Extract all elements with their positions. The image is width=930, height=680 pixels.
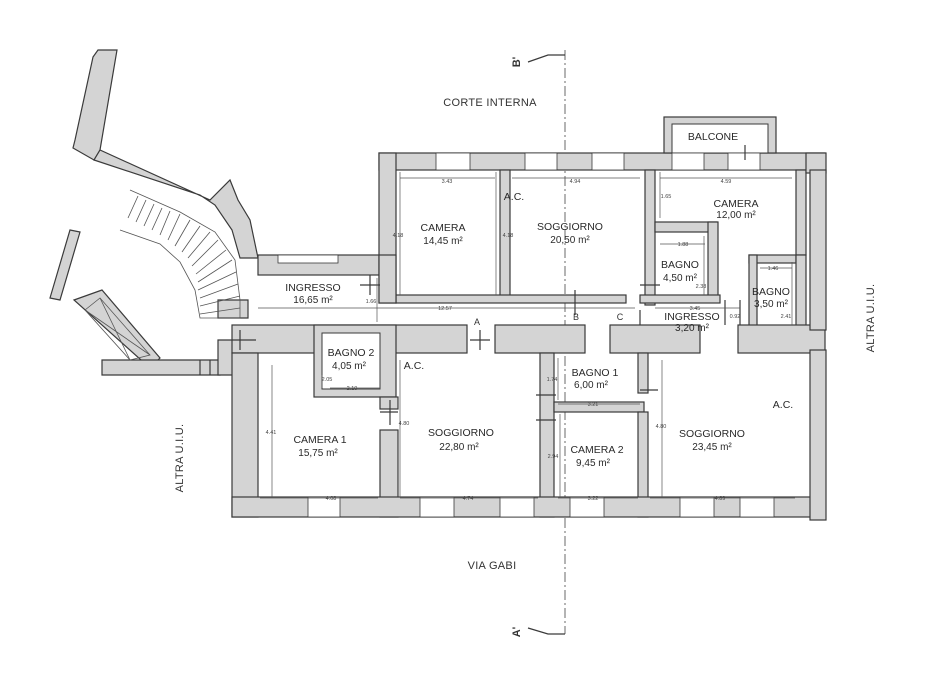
dimension: 0.92 [730,314,741,320]
dimension: 1.88 [678,242,689,248]
dimension: 4.59 [721,179,732,185]
room-area: 15,75 m² [298,448,338,459]
room-area: 12,00 m² [716,210,756,221]
room-soggiorno-top: SOGGIORNO 20,50 m² [537,221,603,246]
dimension: 4.18 [503,233,514,239]
room-camera-right: CAMERA 12,00 m² [714,198,759,221]
room-name: INGRESSO [664,311,719,323]
dimension: 2.05 [322,377,333,383]
dimension: 1.46 [768,266,779,272]
room-bagno-2: BAGNO 2 4,05 m² [328,347,375,372]
dimension: 4.80 [656,424,667,430]
room-name: SOGGIORNO [537,221,603,233]
street-label: VIA GABI [468,560,517,572]
dimension: 4.89 [715,496,726,502]
other-unit-left-label: ALTRA U.I.U. [174,424,186,493]
room-area: 4,50 m² [663,273,698,284]
room-area: 14,45 m² [423,236,463,247]
dimension: 4.80 [399,421,410,427]
room-area: 9,45 m² [576,458,611,469]
room-bagno-right: BAGNO 3,50 m² [752,286,790,310]
room-name: CAMERA 1 [293,434,346,446]
dimension: 4.74 [463,496,474,502]
room-name: CAMERA [714,198,759,210]
room-area: 4,05 m² [332,361,367,372]
room-ingresso-right: INGRESSO 3,20 m² [664,311,719,334]
dimension: 2.41 [781,314,792,320]
balcony-label: BALCONE [688,131,738,143]
room-name: BAGNO [661,259,699,271]
room-area: 3,20 m² [675,323,710,334]
dimension: 3.22 [588,496,599,502]
room-name: CAMERA [421,222,466,234]
ac-label-top: A.C. [504,191,524,203]
dimension: 3.43 [442,179,453,185]
dimension: 1.65 [661,194,672,200]
room-camera-2: CAMERA 2 9,45 m² [570,444,623,469]
point-b-label: B [573,312,579,322]
dimension: 1.74 [547,377,558,383]
room-area: 23,45 m² [692,442,732,453]
ac-label-right: A.C. [773,399,793,411]
dimension: 2.94 [548,454,559,460]
dimension: 1.66 [366,299,377,305]
dimension: 3.21 [588,402,599,408]
dimension: 2.10 [347,386,358,392]
room-camera-1: CAMERA 1 15,75 m² [293,434,346,459]
room-name: CAMERA 2 [570,444,623,456]
point-c-label: C [617,312,624,322]
dimension-lines [258,172,795,499]
section-top-label: B' [511,56,523,67]
room-bagno-top: BAGNO 4,50 m² [661,259,699,284]
dimension: 4.41 [266,430,277,436]
room-soggiorno-mid: SOGGIORNO 22,80 m² [428,427,494,453]
courtyard-label: CORTE INTERNA [443,97,537,109]
room-area: 22,80 m² [439,442,479,453]
dimension: 4.18 [393,233,404,239]
room-name: INGRESSO [285,282,340,294]
walls [231,116,827,521]
point-a-label: A [474,317,480,327]
door-marks [199,145,746,425]
section-bottom-label: A' [511,626,523,637]
dimension: 4.94 [570,179,581,185]
room-area: 16,65 m² [293,295,333,306]
dimension-texts: 3.43 4.94 4.59 1.65 4.18 4.18 1.88 2.38 … [266,179,792,502]
dimension: 2.38 [696,284,707,290]
ac-label-mid: A.C. [404,360,424,372]
room-name: SOGGIORNO [428,427,494,439]
dimension: 12.57 [438,306,452,312]
room-area: 20,50 m² [550,235,590,246]
room-name: BAGNO [752,286,790,298]
room-camera-top: CAMERA 14,45 m² [421,222,466,247]
room-name: BAGNO 2 [328,347,375,359]
dimension: 3.45 [690,306,701,312]
windows [277,152,775,518]
room-area: 6,00 m² [574,380,609,391]
room-area: 3,50 m² [754,299,789,310]
room-ingresso-left: INGRESSO 16,65 m² [285,282,340,306]
room-bagno-1: BAGNO 1 6,00 m² [572,367,619,391]
other-unit-right-label: ALTRA U.I.U. [865,284,877,353]
room-soggiorno-right: SOGGIORNO 23,45 m² [679,428,745,453]
room-name: SOGGIORNO [679,428,745,440]
room-name: BAGNO 1 [572,367,619,379]
dimension: 4.08 [326,496,337,502]
staircase [49,49,259,376]
